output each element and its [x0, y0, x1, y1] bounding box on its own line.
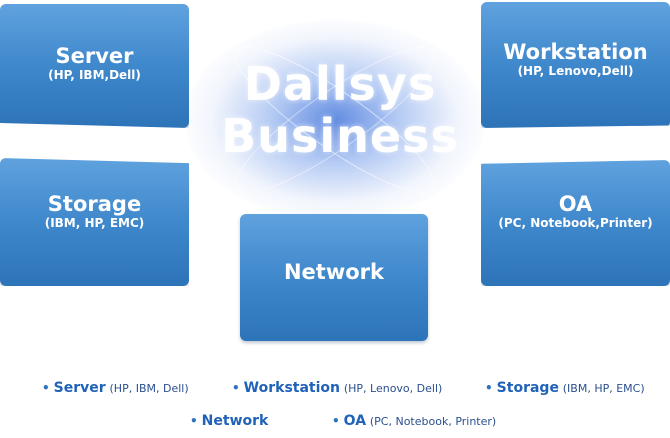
- legend-item-workstation[interactable]: •Workstation (HP, Lenovo, Dell): [232, 380, 442, 396]
- company-logo: Dallsys Business: [210, 58, 470, 162]
- legend-item-oa[interactable]: •OA (PC, Notebook, Printer): [332, 413, 496, 429]
- bullet-icon: •: [190, 414, 198, 428]
- legend-oa-name: OA: [343, 413, 367, 429]
- tile-server-title: Server: [55, 44, 134, 68]
- legend-workstation-name: Workstation: [243, 380, 340, 396]
- tile-workstation-brands: (HP, Lenovo,Dell): [517, 64, 634, 78]
- tile-storage-title: Storage: [47, 192, 142, 216]
- legend-server-name: Server: [53, 380, 106, 396]
- logo-line-1: Dallsys: [243, 57, 437, 111]
- legend-server-detail: (HP, IBM, Dell): [109, 382, 189, 395]
- logo-glow: [185, 20, 485, 220]
- tile-oa[interactable]: OA (PC, Notebook,Printer): [481, 160, 670, 286]
- tile-workstation-title: Workstation: [503, 40, 648, 64]
- bullet-icon: •: [485, 381, 493, 395]
- legend-workstation-detail: (HP, Lenovo, Dell): [343, 382, 443, 395]
- legend-item-network[interactable]: •Network: [190, 413, 268, 429]
- tile-storage[interactable]: Storage (IBM, HP, EMC): [0, 158, 189, 286]
- legend-item-storage[interactable]: •Storage (IBM, HP, EMC): [485, 380, 645, 396]
- legend-item-server[interactable]: •Server (HP, IBM, Dell): [42, 380, 189, 396]
- legend-network-name: Network: [201, 413, 269, 429]
- bullet-icon: •: [232, 381, 240, 395]
- tile-network-title: Network: [283, 260, 384, 284]
- bullet-icon: •: [332, 414, 340, 428]
- logo-line-2: Business: [221, 109, 459, 163]
- tile-oa-title: OA: [558, 192, 593, 216]
- tile-server-brands: (HP, IBM,Dell): [48, 68, 141, 82]
- legend-oa-detail: (PC, Notebook, Printer): [369, 415, 497, 428]
- tile-network[interactable]: Network: [240, 214, 428, 341]
- tile-oa-brands: (PC, Notebook,Printer): [498, 216, 653, 230]
- legend-storage-detail: (IBM, HP, EMC): [562, 382, 645, 395]
- tile-storage-brands: (IBM, HP, EMC): [44, 216, 145, 230]
- bullet-icon: •: [42, 381, 50, 395]
- legend-storage-name: Storage: [496, 380, 559, 396]
- tile-workstation[interactable]: Workstation (HP, Lenovo,Dell): [481, 2, 670, 128]
- tile-server[interactable]: Server (HP, IBM,Dell): [0, 4, 189, 128]
